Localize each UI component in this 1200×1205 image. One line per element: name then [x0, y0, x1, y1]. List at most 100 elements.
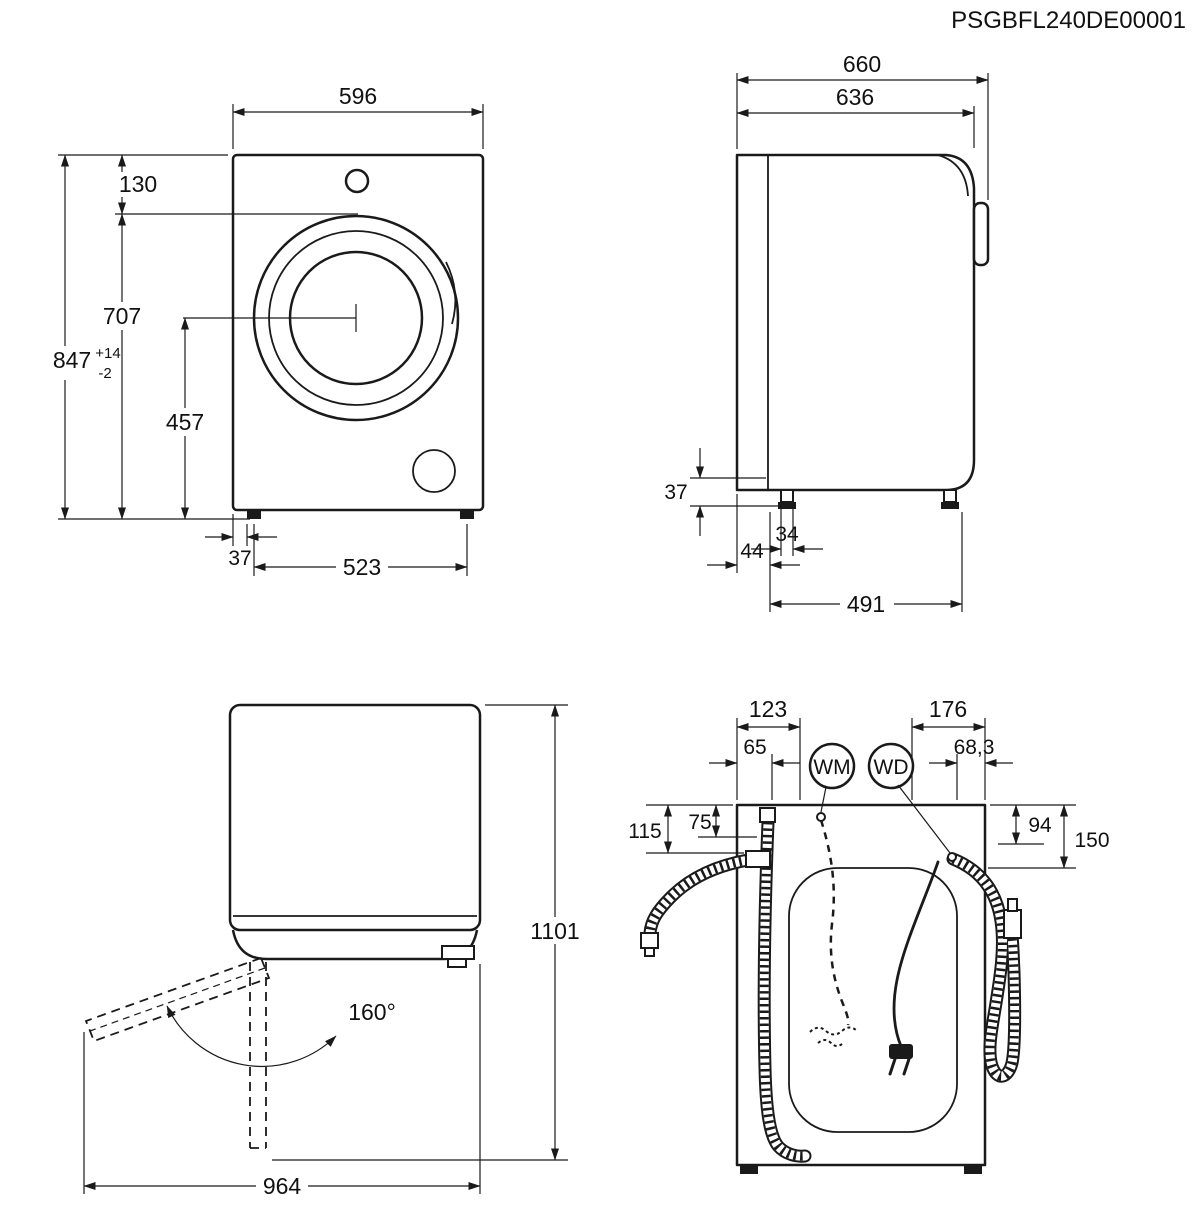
side-machine-outline — [735, 153, 976, 492]
dim-847-tol-minus: -2 — [98, 365, 111, 382]
dim-457: 457 — [161, 317, 209, 520]
dim-65: 65 — [709, 736, 800, 800]
dim-65-label: 65 — [743, 736, 766, 759]
detergent-knob — [344, 168, 370, 194]
inlet-fitting — [759, 807, 776, 823]
dim-75: 75 — [688, 804, 757, 838]
rear-right-foot — [964, 1165, 982, 1174]
drawing-code: PSGBFL240DE00001 — [951, 7, 1186, 34]
dim-1101-label: 1101 — [530, 918, 579, 944]
dim-130: 130 — [115, 154, 358, 215]
dim-37-side: 37 — [664, 448, 788, 536]
condenser-outlet — [947, 852, 957, 862]
dim-130-label: 130 — [119, 171, 157, 197]
dim-847-label: 847 — [53, 347, 91, 373]
rear-view: 123 176 65 68,3 115 75 — [628, 696, 1110, 1174]
dim-596-label: 596 — [339, 83, 377, 109]
wm-leader — [820, 786, 827, 813]
wd-callout: WD — [867, 742, 951, 854]
dim-636: 636 — [736, 84, 975, 148]
dim-176-label: 176 — [929, 696, 967, 722]
top-view-machine-outline — [228, 703, 482, 932]
dim-964: 964 — [83, 964, 481, 1199]
dim-115-label: 115 — [628, 820, 661, 843]
door-swing-arc: 160° — [166, 999, 396, 1068]
wd-circle — [867, 742, 915, 790]
dim-44-label: 44 — [740, 540, 764, 563]
dim-37-side-label: 37 — [664, 481, 687, 504]
water-squiggle — [809, 1026, 858, 1036]
dim-44: 44 — [707, 494, 800, 612]
dim-636-label: 636 — [836, 84, 874, 110]
wm-label: WM — [813, 756, 850, 779]
dim-457-label: 457 — [166, 409, 204, 435]
dim-523-label: 523 — [343, 554, 381, 580]
door-angle-label: 160° — [348, 999, 396, 1025]
door-handle — [445, 261, 457, 325]
dim-491: 491 — [769, 512, 963, 617]
drain-outlet — [816, 812, 826, 822]
dim-660: 660 — [736, 51, 989, 200]
wm-circle — [808, 742, 856, 790]
door-open-90 — [249, 962, 267, 1149]
dim-37-front: 37 — [205, 514, 277, 570]
dim-847: 847 +14 -2 — [38, 154, 250, 520]
dim-1101: 1101 — [272, 704, 583, 1161]
side-front-foot — [943, 489, 957, 503]
dim-596: 596 — [232, 83, 484, 149]
dim-34-label: 34 — [775, 523, 799, 546]
side-front-foot-pad — [941, 502, 959, 509]
dim-68-3-label: 68,3 — [954, 736, 995, 759]
water-squiggle-2 — [817, 1039, 844, 1047]
dim-94-label: 94 — [1028, 814, 1052, 837]
front-right-foot — [460, 510, 474, 519]
door-open-view: 160° 1101 964 — [83, 703, 583, 1199]
dim-123: 123 — [736, 696, 801, 800]
rear-left-foot — [740, 1165, 758, 1174]
front-bumper — [231, 929, 479, 961]
dim-707: 707 — [98, 213, 146, 520]
condenser-hose-connector — [1003, 909, 1022, 939]
wd-label: WD — [874, 756, 909, 779]
dim-964-label: 964 — [263, 1173, 302, 1199]
dim-115: 115 — [628, 804, 744, 854]
control-panel-curve — [937, 154, 969, 197]
rear-machine-outline — [735, 803, 987, 1167]
condenser-hose-tip — [1007, 898, 1018, 912]
dim-707-label: 707 — [103, 303, 141, 329]
dim-150: 150 — [988, 804, 1110, 869]
rear-panel-inset — [788, 867, 958, 1133]
side-rear-foot — [780, 489, 794, 503]
dim-491-label: 491 — [847, 591, 885, 617]
inlet-hose-external — [640, 850, 771, 957]
condenser-hose — [946, 852, 1022, 1083]
hose-end-fitting — [640, 932, 659, 949]
power-cord — [888, 860, 940, 1076]
dim-660-label: 660 — [843, 51, 881, 77]
wd-leader — [897, 784, 951, 854]
plug-prong-left — [888, 1057, 897, 1076]
hose-connector — [745, 850, 771, 868]
door-hinge-bracket — [441, 945, 475, 960]
hose-end-tip — [644, 947, 655, 957]
dim-523: 523 — [253, 524, 468, 580]
side-door-edge — [972, 201, 990, 267]
dim-75-label: 75 — [688, 811, 711, 834]
front-view: 596 847 +14 -2 130 707 457 — [38, 83, 485, 580]
drain-hose-dashed — [809, 812, 858, 1047]
dim-123-label: 123 — [749, 696, 787, 722]
filter-door — [412, 449, 456, 493]
door-latch — [447, 958, 467, 968]
dim-150-label: 150 — [1074, 829, 1109, 852]
dim-37-front-label: 37 — [228, 547, 251, 570]
dim-34: 34 — [751, 507, 823, 556]
door-open-160 — [84, 956, 271, 1043]
dim-847-tol-plus: +14 — [95, 345, 120, 362]
dim-68-3: 68,3 — [929, 736, 1013, 800]
side-view: 660 636 37 34 44 — [664, 51, 990, 617]
plug-prong-right — [902, 1057, 911, 1076]
dim-94: 94 — [990, 804, 1076, 845]
front-left-foot — [247, 510, 261, 519]
